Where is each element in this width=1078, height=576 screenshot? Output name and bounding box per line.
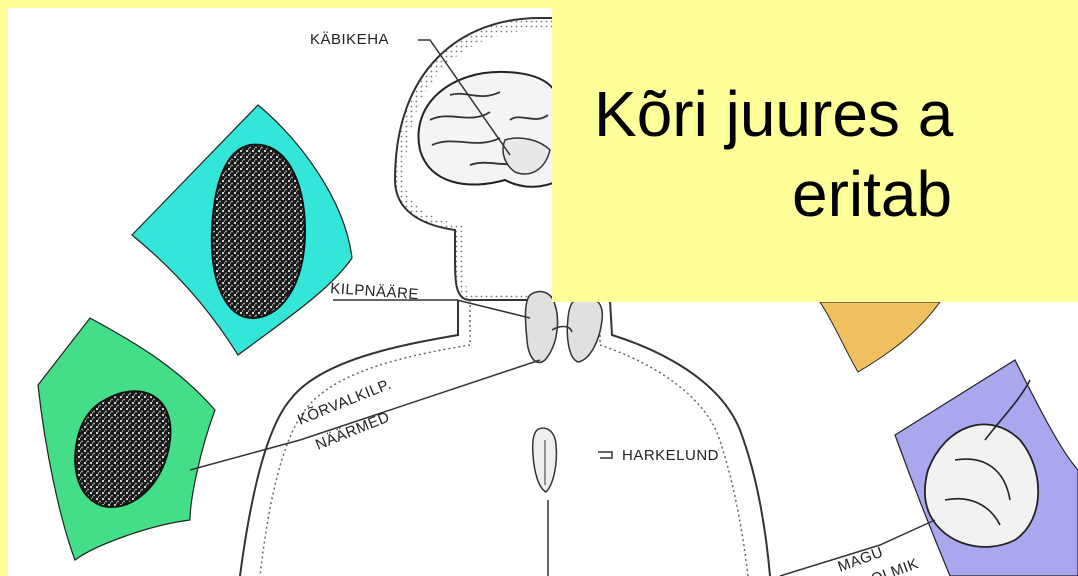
slide-title-line2: eritab bbox=[594, 154, 1078, 234]
slide-title-box: Kõri juures a eritab bbox=[552, 0, 1078, 302]
slide-title: Kõri juures a eritab bbox=[594, 74, 1078, 234]
label-kabikeha: KÄBIKEHA bbox=[310, 31, 389, 48]
label-harkelund: HARKELUND bbox=[622, 447, 719, 464]
slide-title-line1: Kõri juures a bbox=[594, 78, 953, 150]
